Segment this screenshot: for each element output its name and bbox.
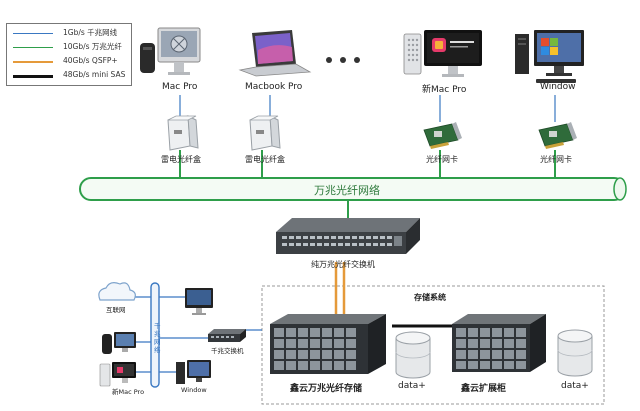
fiber-nic-card-icon — [538, 122, 577, 149]
legend-label: 1Gb/s 千兆网线 — [63, 28, 118, 37]
storage-ext-label: 鑫云扩展柜 — [461, 384, 507, 394]
legend-item: 48Gb/s mini SAS — [13, 70, 131, 80]
fiber-network-label: 万兆光纤网络 — [314, 184, 380, 197]
windows-pc-icon — [515, 30, 584, 83]
gigabit-network-pipe — [150, 282, 160, 388]
legend: 1Gb/s 千兆网线 10Gb/s 万兆光纤 40Gb/s QSFP+ 48Gb… — [6, 23, 132, 86]
data-label-2: data+ — [561, 381, 589, 391]
internet-label: 互联网 — [106, 306, 126, 314]
storage-system-label: 存储系统 — [414, 293, 446, 302]
legend-swatch — [13, 47, 53, 48]
more-devices-ellipsis — [326, 57, 360, 63]
fiber-storage-server-icon — [270, 314, 386, 374]
storage-system-box — [261, 285, 605, 405]
thunderbolt-fiber-box-icon — [167, 115, 199, 151]
legend-item: 1Gb/s 千兆网线 — [13, 28, 131, 38]
fiber-switch-icon — [276, 218, 420, 254]
gigabit-switch-label: 千兆交换机 — [211, 347, 244, 355]
small-mac-pro-icon — [102, 332, 136, 354]
storage-main-label: 鑫云万兆光纤存储 — [290, 384, 363, 394]
legend-label: 10Gb/s 万兆光纤 — [63, 42, 122, 51]
data-cylinder-icon — [557, 329, 593, 377]
data-label-1: data+ — [398, 381, 426, 391]
new-mac-pro-icon — [403, 30, 482, 77]
adapter-label-thunderbolt-1: 雷电光纤盒 — [161, 155, 201, 164]
fiber-switch-label: 纯万兆光纤交换机 — [311, 260, 375, 269]
legend-swatch — [13, 75, 53, 78]
legend-item: 40Gb/s QSFP+ — [13, 56, 131, 66]
device-label-new-mac-pro: 新Mac Pro — [422, 85, 467, 95]
cloud-icon — [98, 282, 136, 301]
fiber-network-bus — [79, 177, 627, 201]
gigabit-network-label: 千兆网络 — [154, 322, 161, 354]
data-cylinder-icon — [395, 331, 431, 379]
mac-pro-icon — [140, 27, 201, 75]
macbook-pro-icon — [238, 30, 312, 77]
legend-label: 40Gb/s QSFP+ — [63, 56, 118, 65]
adapter-label-thunderbolt-2: 雷电光纤盒 — [245, 155, 285, 164]
bottom-device-label-window: Window — [181, 386, 207, 394]
bottom-device-label-new-mac-pro: 新Mac Pro — [112, 388, 145, 396]
imac-icon — [185, 288, 213, 315]
device-label-window: Window — [540, 82, 576, 92]
fiber-nic-card-icon — [423, 122, 462, 149]
gigabit-switch-icon — [208, 329, 246, 342]
small-windows-pc-icon — [176, 360, 211, 384]
small-new-mac-pro-icon — [99, 362, 136, 387]
legend-swatch — [13, 33, 53, 34]
device-label-macbook-pro: Macbook Pro — [245, 82, 303, 92]
expansion-storage-icon — [452, 314, 546, 372]
legend-label: 48Gb/s mini SAS — [63, 70, 126, 79]
adapter-label-nic-2: 光纤网卡 — [540, 155, 572, 164]
adapter-label-nic-1: 光纤网卡 — [426, 155, 458, 164]
legend-item: 10Gb/s 万兆光纤 — [13, 42, 131, 52]
device-label-mac-pro: Mac Pro — [162, 82, 198, 92]
legend-swatch — [13, 61, 53, 63]
thunderbolt-fiber-box-icon — [249, 115, 281, 151]
